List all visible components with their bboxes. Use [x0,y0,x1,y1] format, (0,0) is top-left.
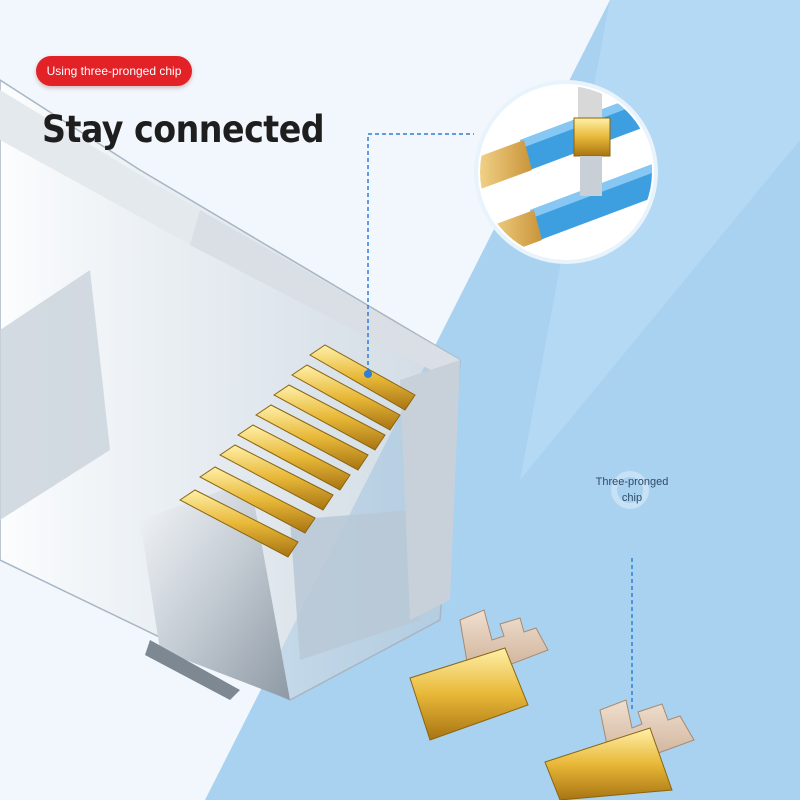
gold-contacts [179,344,416,558]
three-pronged-chip-1 [409,609,549,741]
callout-ring [611,471,649,509]
callout-label-line1: Three-pronged [595,476,669,488]
feature-badge: Using three-pronged chip [36,56,192,86]
three-pronged-chip-2 [544,699,695,800]
callout-label-line2: chip [621,492,643,504]
callout-line-top [367,133,474,372]
callout-label: Three-pronged chip [586,474,678,506]
headline: Stay connected [42,108,325,151]
zoom-circle [474,80,658,264]
rj45-connector [0,79,461,701]
callout-dot [364,370,372,378]
